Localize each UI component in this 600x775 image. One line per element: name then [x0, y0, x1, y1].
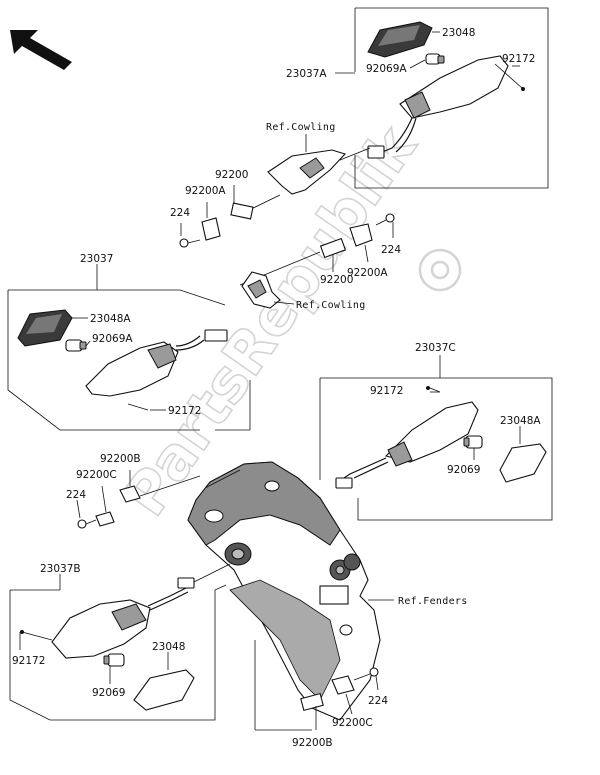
fasteners-bottom-right [254, 640, 379, 731]
ref-cowling-mid: Ref.Cowling [296, 300, 366, 311]
arrow-up-left-icon [10, 30, 72, 70]
label-92200-mid: 92200 [320, 274, 353, 286]
ref-fenders: Ref.Fenders [398, 596, 468, 607]
label-23048-top: 23048 [442, 27, 475, 39]
label-92172-right: 92172 [370, 385, 403, 397]
ref-cowling-top: Ref.Cowling [266, 122, 336, 133]
label-224-right: 224 [381, 244, 401, 256]
bracket-top [244, 134, 371, 213]
bolt-224-br-icon [369, 667, 379, 677]
label-92200A-left: 92200A [185, 185, 226, 197]
label-23037A: 23037A [286, 68, 327, 80]
label-92069A-top: 92069A [366, 63, 407, 75]
label-23037B: 23037B [40, 563, 81, 575]
label-92200A-mid: 92200A [347, 267, 388, 279]
bolt-224-left-icon [179, 238, 189, 248]
rear-fender [187, 461, 394, 721]
label-92069A-left: 92069A [92, 333, 133, 345]
label-92200-left: 92200 [215, 169, 248, 181]
label-23037C: 23037C [415, 342, 456, 354]
assembly-23037B [9, 563, 231, 721]
label-92172-top: 92172 [502, 53, 535, 65]
label-224-br: 224 [368, 695, 388, 707]
label-23037: 23037 [80, 253, 113, 265]
label-92200C-top: 92200C [76, 469, 117, 481]
fasteners-left [179, 185, 254, 248]
label-92069-right: 92069 [447, 464, 480, 476]
watermark-gear-icon [418, 248, 462, 292]
assembly-23037 [7, 264, 251, 431]
label-92200B-top: 92200B [100, 453, 141, 465]
bulb-92069-bl-icon [107, 653, 125, 667]
label-23048-bl: 23048 [152, 641, 185, 653]
fasteners-left-lower [76, 470, 201, 529]
lens-23048-bl-icon [133, 669, 195, 711]
label-92172-bl: 92172 [12, 655, 45, 667]
fasteners-mid [239, 213, 395, 286]
bolt-224-lower-icon [77, 519, 87, 529]
label-23048A-left: 23048A [90, 313, 131, 325]
label-92200C-br: 92200C [332, 717, 373, 729]
label-92200B-br: 92200B [292, 737, 333, 749]
assembly-23037A [335, 7, 549, 189]
signal-housing-23037C [384, 401, 479, 463]
label-92069-bl: 92069 [92, 687, 125, 699]
label-224-left: 224 [170, 207, 190, 219]
bolt-224-right-icon [385, 213, 395, 223]
label-92172-left: 92172 [168, 405, 201, 417]
lens-23048A-right-icon [499, 443, 547, 483]
label-23048A-right: 23048A [500, 415, 541, 427]
label-224-lower: 224 [66, 489, 86, 501]
assembly-23037C [319, 355, 553, 521]
bracket-mid [241, 271, 295, 309]
